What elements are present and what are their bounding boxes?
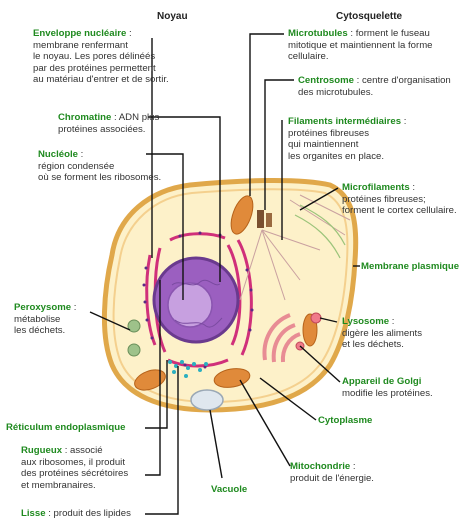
label-nucleole-desc: région condensée où se forment les ribos… (38, 160, 162, 184)
label-chromatine-title: Chromatine (58, 112, 112, 123)
label-vacuole-title: Vacuole (211, 484, 248, 495)
centrosome (257, 210, 272, 228)
label-enveloppe: Enveloppe nucléaire : membrane renferman… (33, 28, 169, 86)
label-membrane: Membrane plasmique (361, 261, 459, 273)
label-lysosome: Lysosome : digère les aliments et les dé… (342, 316, 422, 351)
label-chromatine-desc: ADN plus protéines associées. (58, 112, 160, 135)
label-golgi: Appareil de Golgi modifie les protéines. (342, 376, 433, 399)
header-cytosquelette: Cytosquelette (336, 11, 403, 22)
label-microtubules-title: Microtubules (288, 28, 348, 39)
label-centrosome-desc: centre d'organisation des microtubules. (298, 75, 451, 98)
ribosome-dots (142, 231, 254, 369)
label-cytoplasme: Cytoplasme (318, 415, 372, 427)
label-lysosome-title: Lysosome (342, 316, 390, 327)
label-filaments-desc: protéines fibreuses qui maintiennent les… (288, 127, 384, 162)
label-peroxysome: Peroxysome : métabolise les déchets. (14, 302, 77, 337)
label-enveloppe-title: Enveloppe nucléaire (33, 28, 127, 39)
cytoskeleton-lines (239, 194, 351, 301)
label-lisse-title: Lisse (21, 508, 46, 519)
label-mitochondrie-title: Mitochondrie (290, 461, 351, 472)
label-chromatine: Chromatine : ADN plus protéines associée… (58, 112, 160, 135)
vacuole (190, 389, 224, 411)
header-noyau: Noyau (157, 11, 188, 22)
label-microtubules: Microtubules : forment le fuseau mitotiq… (288, 28, 433, 63)
label-reticulum-title: Réticulum endoplasmique (6, 422, 126, 433)
label-cytoplasme-title: Cytoplasme (318, 415, 373, 426)
label-rugueux-desc: associé aux ribosomes, il produit des pr… (21, 445, 129, 491)
label-lisse: Lisse : produit des lipides (21, 508, 131, 519)
label-reticulum: Réticulum endoplasmique (6, 422, 125, 434)
label-microtubules-desc: forment le fuseau mitotique et maintienn… (288, 28, 433, 63)
label-nucleole-title: Nucléole (38, 149, 78, 160)
label-peroxysome-desc: métabolise les déchets. (14, 313, 66, 337)
label-microfilaments: Microfilaments : protéines fibreuses; fo… (342, 182, 457, 217)
label-golgi-desc: modifie les protéines. (342, 387, 433, 399)
leader-lines (89, 33, 360, 515)
nucleolus (167, 282, 213, 328)
label-lysosome-desc: digère les aliments et les déchets. (342, 327, 422, 351)
label-membrane-title: Membrane plasmique (361, 261, 460, 272)
label-mitochondrie: Mitochondrie : produit de l'énergie. (290, 461, 374, 484)
label-microfilaments-desc: protéines fibreuses; forment le cortex c… (342, 193, 457, 217)
label-microfilaments-title: Microfilaments (342, 182, 410, 193)
label-centrosome-title: Centrosome (298, 75, 354, 86)
label-centrosome: Centrosome : centre d'organisation des m… (298, 75, 451, 98)
label-nucleole: Nucléole : région condensée où se formen… (38, 149, 162, 184)
label-vacuole: Vacuole (211, 484, 247, 496)
golgi-apparatus (262, 313, 301, 363)
label-filaments: Filaments intermédiaires : protéines fib… (288, 116, 407, 162)
chromatin (171, 279, 223, 328)
label-rugueux-title: Rugueux (21, 445, 63, 456)
label-golgi-title: Appareil de Golgi (342, 376, 422, 387)
label-lisse-desc: produit des lipides (53, 508, 131, 519)
peroxisomes (127, 319, 141, 357)
label-rugueux: Rugueux : associé aux ribosomes, il prod… (21, 445, 129, 491)
label-enveloppe-desc: membrane renfermant le noyau. Les pores … (33, 39, 169, 86)
label-mitochondrie-desc: produit de l'énergie. (290, 472, 374, 484)
smooth-er (168, 360, 208, 378)
label-peroxysome-title: Peroxysome (14, 302, 72, 313)
label-filaments-title: Filaments intermédiaires (288, 116, 402, 127)
